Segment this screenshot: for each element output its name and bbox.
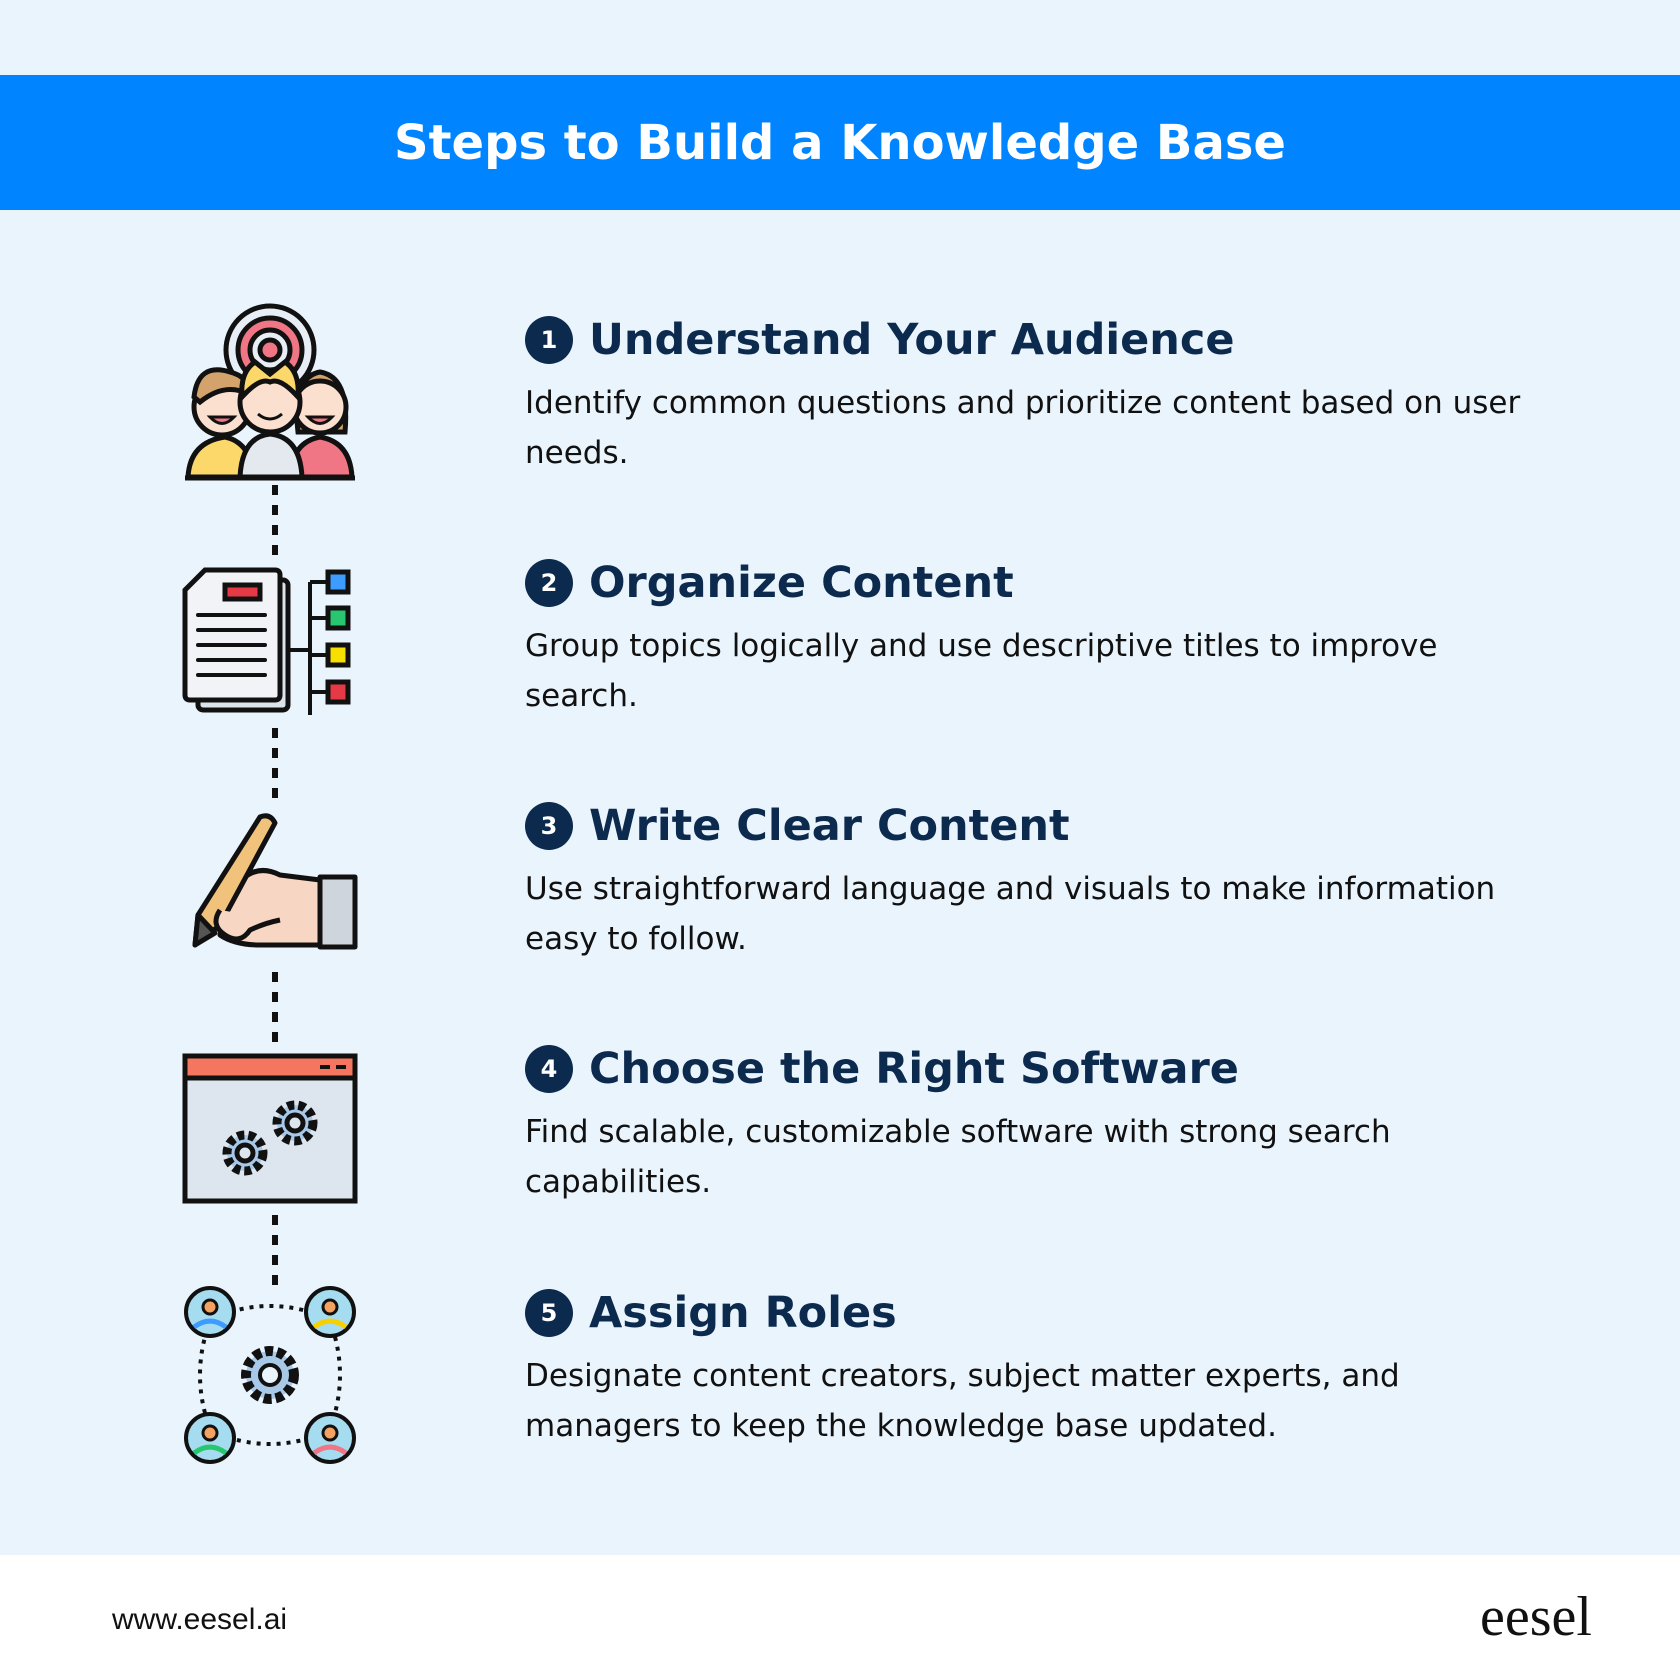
connector-line: [272, 972, 278, 1042]
step-title: Choose the Right Software: [589, 1044, 1239, 1094]
step-3: 3 Write Clear Content Use straightforward…: [525, 798, 1525, 964]
page-title: Steps to Build a Knowledge Base: [394, 114, 1286, 171]
audience-target-icon: [185, 303, 355, 481]
step-description: Identify common questions and prioritize…: [525, 385, 1521, 471]
step-title: Write Clear Content: [589, 801, 1070, 851]
step-number-badge: 4: [525, 1045, 573, 1093]
website-link[interactable]: www.eesel.ai: [112, 1603, 288, 1636]
step-number-badge: 3: [525, 802, 573, 850]
eesel-logo: eesel: [1480, 1586, 1592, 1648]
step-2: 2 Organize Content Group topics logically…: [525, 555, 1525, 721]
step-number-badge: 2: [525, 559, 573, 607]
step-5: 5 Assign Roles Designate content creators…: [525, 1285, 1525, 1451]
step-description: Use straightforward language and visuals…: [525, 871, 1496, 957]
team-roles-icon: [184, 1286, 356, 1464]
step-title: Assign Roles: [589, 1288, 897, 1338]
step-description: Find scalable, customizable software wit…: [525, 1114, 1391, 1200]
connector-line: [272, 728, 278, 798]
step-title: Understand Your Audience: [589, 315, 1235, 365]
step-4: 4 Choose the Right Software Find scalable…: [525, 1041, 1525, 1207]
step-number-badge: 1: [525, 316, 573, 364]
footer: www.eesel.ai eesel: [0, 1555, 1680, 1680]
step-title: Organize Content: [589, 558, 1014, 608]
connector-line: [272, 485, 278, 555]
document-hierarchy-icon: [182, 567, 351, 715]
step-1: 1 Understand Your Audience Identify commo…: [525, 312, 1525, 478]
step-number-badge: 5: [525, 1289, 573, 1337]
software-gears-icon: [182, 1053, 358, 1204]
hand-pencil-icon: [192, 813, 358, 950]
header-banner: Steps to Build a Knowledge Base: [0, 75, 1680, 210]
connector-line: [272, 1215, 278, 1285]
step-description: Designate content creators, subject matt…: [525, 1358, 1400, 1444]
step-description: Group topics logically and use descripti…: [525, 628, 1438, 714]
